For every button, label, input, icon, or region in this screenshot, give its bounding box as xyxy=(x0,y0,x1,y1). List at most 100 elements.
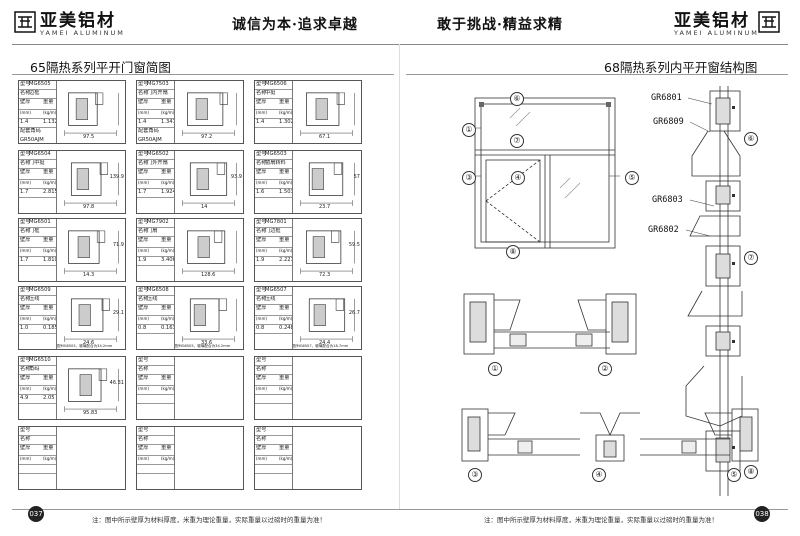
value-row: 1.92.221 xyxy=(255,257,292,266)
thick-value: 1.4 xyxy=(256,119,265,125)
thick-unit: (mm) xyxy=(256,386,267,391)
weight-value: 2.05 xyxy=(43,395,55,401)
profile-card: 型号名称壁厚 重量(mm) (kg/m) xyxy=(136,426,244,490)
extra-row-2 xyxy=(19,275,56,284)
thick-unit: (mm) xyxy=(256,316,267,321)
weight-unit: (kg/m) xyxy=(161,180,174,185)
profile-section-icon xyxy=(182,92,237,136)
weight-label: 重量 xyxy=(43,305,54,311)
weight-value: 0.248 xyxy=(279,325,292,331)
weight-label: 重量 xyxy=(161,169,172,175)
unit-row: (mm) (kg/m) xyxy=(255,248,292,257)
name-value: 中挺 xyxy=(265,90,276,96)
model-label: 型号 xyxy=(138,81,149,87)
spec-header-row: 壁厚 重量 xyxy=(19,99,56,110)
weight-label: 重量 xyxy=(43,375,54,381)
extra-row xyxy=(137,404,174,413)
extra-row-2 xyxy=(255,275,292,284)
model-value: MG6508 xyxy=(147,287,169,293)
model-label: 型号 xyxy=(138,151,149,157)
profile-drawing xyxy=(293,428,360,488)
callout-gr6803: GR6803 xyxy=(652,195,683,205)
profile-section-icon xyxy=(182,162,237,206)
dimension-label: 97.8 xyxy=(83,204,95,210)
weight-value: 0.185 xyxy=(43,325,56,331)
spec-header-row: 壁厚 重量 xyxy=(19,305,56,316)
thick-label: 壁厚 xyxy=(256,445,267,451)
name-row: 名称 xyxy=(137,436,174,445)
thick-unit: (mm) xyxy=(20,456,31,461)
value-row: 1.72.815 xyxy=(19,189,56,198)
weight-label: 重量 xyxy=(161,305,172,311)
name-value: 角码 xyxy=(29,366,40,372)
extra-value: GR50AJM xyxy=(138,137,162,143)
name-row: 名称 xyxy=(19,436,56,445)
profile-card: 型号名称壁厚 重量(mm) (kg/m) xyxy=(18,426,126,490)
spec-header-row: 壁厚 重量 xyxy=(137,375,174,386)
spec-table: 型号名称壁厚 重量(mm) (kg/m) xyxy=(255,427,293,489)
callout-gr6802: GR6802 xyxy=(648,225,679,235)
thick-label: 壁厚 xyxy=(256,99,267,105)
weight-label: 重量 xyxy=(279,169,290,175)
unit-row: (mm) (kg/m) xyxy=(137,248,174,257)
name-row: 名称门边框 xyxy=(255,228,292,237)
weight-unit: (kg/m) xyxy=(43,248,56,253)
profile-section-icon xyxy=(300,92,355,136)
spec-header-row: 壁厚 重量 xyxy=(255,445,292,456)
callout-leaders xyxy=(685,97,715,237)
weight-label: 重量 xyxy=(279,445,290,451)
thick-unit: (mm) xyxy=(138,456,149,461)
model-label: 型号 xyxy=(256,357,267,363)
name-row: 名称压线 xyxy=(137,296,174,305)
callout-gr6809: GR6809 xyxy=(653,117,684,127)
extra-row-2 xyxy=(137,413,174,422)
weight-label: 重量 xyxy=(43,445,54,451)
spec-header-row: 壁厚 重量 xyxy=(19,445,56,456)
thick-label: 壁厚 xyxy=(256,237,267,243)
thick-unit: (mm) xyxy=(20,316,31,321)
thick-value: 1.9 xyxy=(138,257,147,263)
unit-row: (mm) (kg/m) xyxy=(137,386,174,395)
weight-label: 重量 xyxy=(161,445,172,451)
marker-4-hsec: ④ xyxy=(592,468,606,482)
name-row: 名称中挺 xyxy=(255,90,292,99)
dimension-label: 23.7 xyxy=(319,204,331,210)
value-row: 1.00.185 xyxy=(19,325,56,334)
spec-header-row: 壁厚 重量 xyxy=(19,237,56,248)
right-title-rule xyxy=(406,74,788,75)
model-label: 型号 xyxy=(256,151,267,157)
dimension-label: 67.1 xyxy=(319,134,331,140)
weight-unit: (kg/m) xyxy=(161,386,174,391)
unit-row: (mm) (kg/m) xyxy=(137,180,174,189)
weight-value: 3.406 xyxy=(161,257,174,263)
spec-header-row: 壁厚 重量 xyxy=(137,445,174,456)
spec-header-row: 壁厚 重量 xyxy=(137,305,174,316)
spec-header-row: 壁厚 重量 xyxy=(255,375,292,386)
model-row: 型号 xyxy=(137,357,174,366)
profile-section-icon xyxy=(64,162,119,206)
weight-value: 1.924 xyxy=(161,189,174,195)
model-label: 型号 xyxy=(256,219,267,225)
weight-label: 重量 xyxy=(43,169,54,175)
thick-value: 1.9 xyxy=(256,257,265,263)
dimension-label: 97.5 xyxy=(83,134,95,140)
extra-row-2 xyxy=(255,343,292,352)
profile-caption: 配MG6505，玻璃配合为34.2mm xyxy=(57,344,113,348)
unit-row: (mm) (kg/m) xyxy=(19,386,56,395)
marker-7-section: ⑦ xyxy=(744,251,758,265)
window-elevation-drawing xyxy=(470,97,620,249)
thick-unit: (mm) xyxy=(20,180,31,185)
dimension-label: 33.6 xyxy=(201,340,213,346)
